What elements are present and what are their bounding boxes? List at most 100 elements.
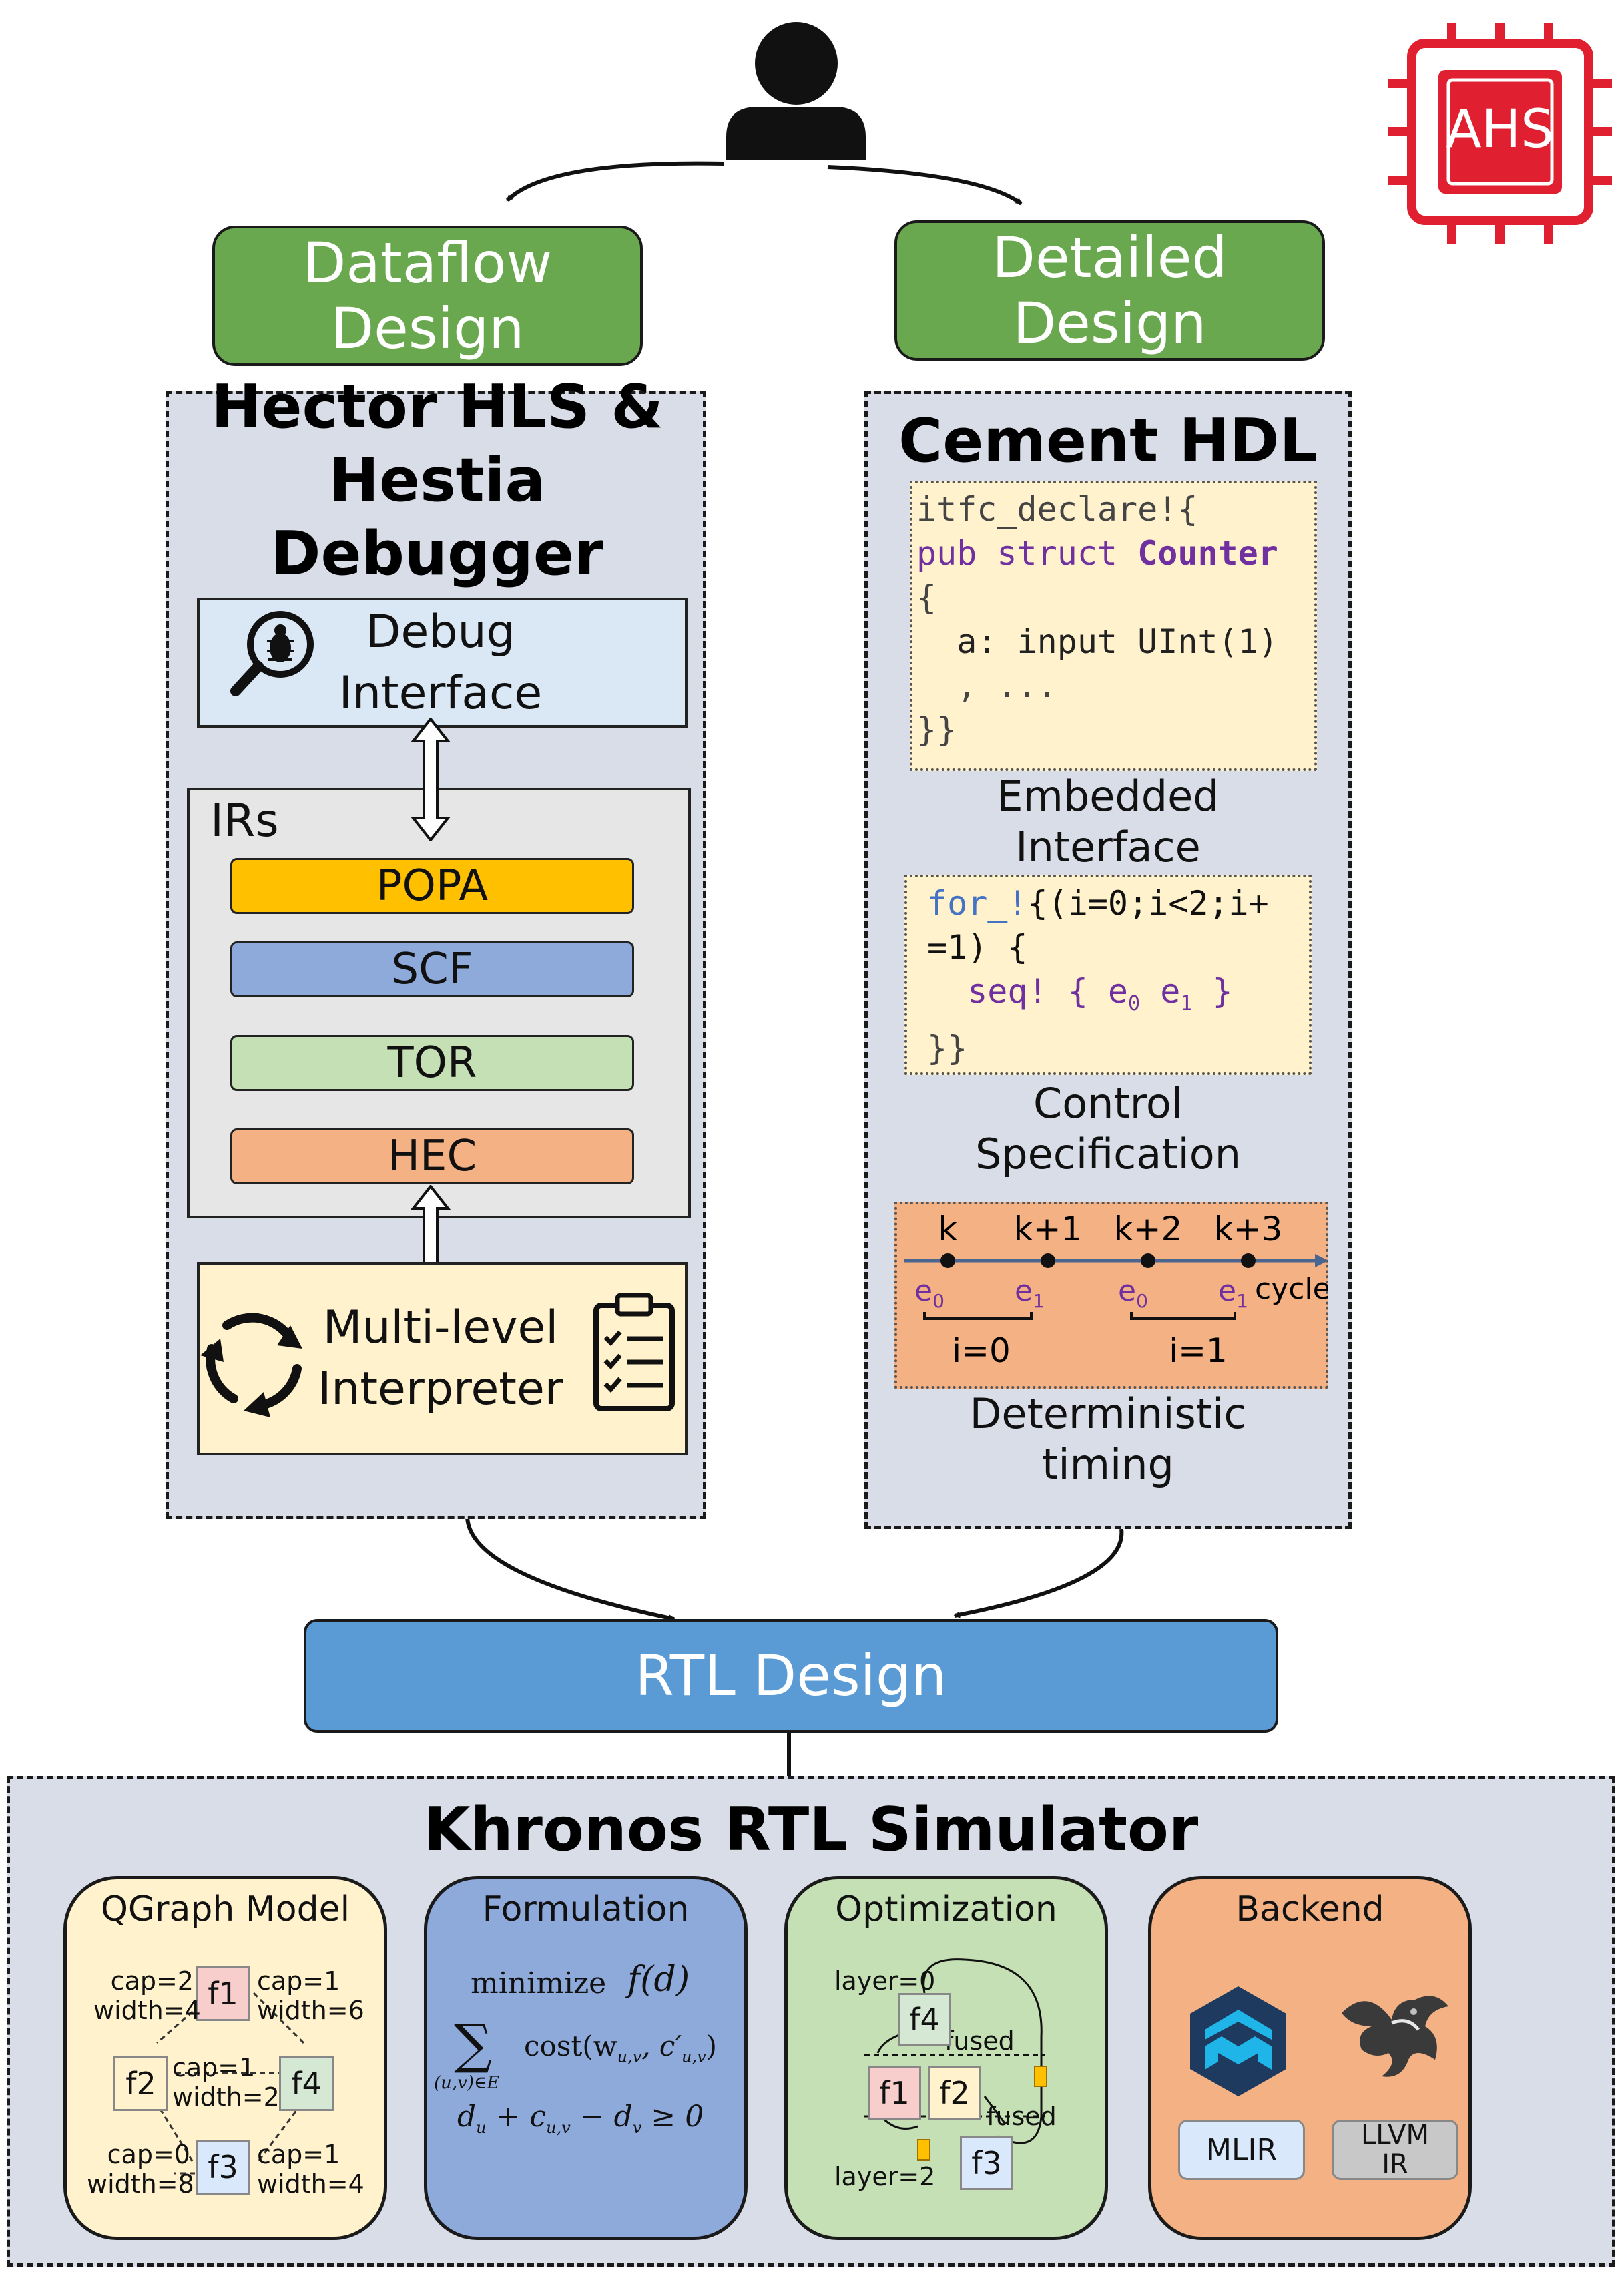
backend-title: Backend bbox=[1236, 1889, 1384, 1929]
event-e0-a: e0 bbox=[914, 1274, 944, 1312]
checklist-icon bbox=[593, 1293, 675, 1411]
qc1: cap=1 bbox=[172, 2053, 256, 2082]
ir-popa: POPA bbox=[230, 858, 634, 914]
eq-cost-sub2: u,v bbox=[682, 2047, 706, 2066]
mlir-logo-icon bbox=[1190, 1986, 1286, 2096]
detailed-line1: Detailed bbox=[992, 225, 1228, 290]
caption1-line2: Interface bbox=[1015, 823, 1201, 871]
code-control: for_!{(i=0;i<2;i+=1) { seq! { e0 e1 }}} bbox=[904, 875, 1312, 1075]
eq-cost-sub: u,v bbox=[617, 2047, 642, 2066]
hector-title-line1: Hector HLS & bbox=[211, 372, 663, 442]
dataflow-design-pill: Dataflow Design bbox=[212, 226, 643, 366]
debug-line2: Interface bbox=[338, 666, 543, 720]
interpreter-box bbox=[197, 1262, 688, 1455]
qgraph-f1-label: f1 bbox=[208, 1976, 238, 2012]
optimization-card bbox=[784, 1876, 1108, 2240]
arrow-user-detailed bbox=[827, 165, 1023, 206]
eq-objective: f(d) bbox=[627, 1960, 690, 2000]
rtl-design-label: RTL Design bbox=[635, 1643, 947, 1709]
formulation-title: Formulation bbox=[482, 1889, 690, 1929]
eq-ge: ≥ 0 bbox=[651, 2100, 704, 2134]
code1-counter: Counter bbox=[1137, 534, 1278, 573]
qgraph-title: QGraph Model bbox=[100, 1889, 350, 1929]
opt-label-layer0: layer=0 bbox=[834, 1966, 936, 1996]
qe2: width=4 bbox=[257, 2169, 364, 2199]
qd2: width=8 bbox=[87, 2169, 194, 2199]
formulation-equations: minimize f(d) ∑ (u,v)∈E cost(wu,v, c′u,v… bbox=[434, 1960, 741, 2137]
debug-magnifier-icon bbox=[230, 611, 314, 696]
code2-line3: seq! { e0 e1 } bbox=[927, 972, 1233, 1015]
code2-line4: }} bbox=[927, 1029, 968, 1068]
caption2-line2: Specification bbox=[975, 1130, 1242, 1178]
code1-line4: a: input UInt(1) bbox=[916, 622, 1278, 661]
eq-du: d bbox=[457, 2100, 477, 2134]
tick-k1: k+1 bbox=[1014, 1210, 1083, 1248]
user-icon bbox=[726, 22, 866, 160]
interpreter-line1: Multi-level bbox=[322, 1301, 559, 1354]
optimization-title: Optimization bbox=[835, 1889, 1057, 1929]
arrow-hector-rtl bbox=[465, 1515, 675, 1622]
interpreter-label: Multi-level Interpreter bbox=[307, 1269, 574, 1449]
code1-line6: }} bbox=[916, 710, 957, 749]
caption3-line1: Deterministic bbox=[969, 1389, 1247, 1438]
iteration-0: i=0 bbox=[952, 1331, 1011, 1370]
interpreter-line2: Interpreter bbox=[318, 1363, 563, 1415]
timeline-box bbox=[894, 1202, 1328, 1389]
khronos-title: Khronos RTL Simulator bbox=[423, 1794, 1199, 1865]
ir-tor: TOR bbox=[230, 1035, 634, 1091]
caption-control-specification: Control Specification bbox=[868, 1078, 1348, 1180]
tick-k2: k+2 bbox=[1114, 1210, 1183, 1248]
eq-c-sub: u,v bbox=[546, 2118, 571, 2137]
qgraph-node-f4: f4 bbox=[279, 2056, 334, 2111]
detailed-design-pill: Detailed Design bbox=[894, 220, 1325, 361]
hector-title: Hector HLS & Hestia Debugger bbox=[174, 372, 701, 589]
opt-label-layer2: layer=2 bbox=[834, 2162, 936, 2191]
hector-title-line2: Hestia Debugger bbox=[270, 445, 604, 589]
qgraph-node-f1: f1 bbox=[196, 1966, 250, 2021]
opt-f2-label: f2 bbox=[939, 2075, 970, 2111]
code2-line2: =1) { bbox=[927, 928, 1028, 967]
opt-label-fused1: fused bbox=[944, 2026, 1015, 2056]
caption-embedded-interface: Embedded Interface bbox=[868, 771, 1348, 873]
code1-line5: , ... bbox=[916, 666, 1057, 705]
arrow-cement-rtl bbox=[953, 1528, 1124, 1618]
eq-line3: du + cu,v − dv ≥ 0 bbox=[434, 2100, 741, 2137]
ir-scf-label: SCF bbox=[391, 945, 473, 994]
axis-label-cycle: cycle bbox=[1255, 1272, 1328, 1306]
ir-popa-label: POPA bbox=[376, 861, 489, 911]
qgraph-f4-label: f4 bbox=[291, 2066, 322, 2102]
ir-hec: HEC bbox=[230, 1128, 634, 1184]
eq-cost: cost(wu,v, c′u,v) bbox=[524, 2030, 718, 2066]
ahs-logo: AHS bbox=[1388, 23, 1612, 244]
qd1: cap=0 bbox=[107, 2140, 190, 2169]
qc2: width=2 bbox=[172, 2082, 280, 2112]
qb2: width=6 bbox=[257, 1996, 364, 2025]
formulation-card bbox=[424, 1876, 748, 2240]
qgraph-f3-label: f3 bbox=[208, 2149, 238, 2185]
caption-deterministic-timing: Deterministic timing bbox=[868, 1389, 1348, 1490]
qa1: cap=2 bbox=[110, 1966, 194, 1996]
debug-interface-label: Debug Interface bbox=[314, 598, 567, 728]
cement-title: Cement HDL bbox=[898, 405, 1318, 476]
logo-text: AHS bbox=[1446, 99, 1554, 160]
ir-hec-label: HEC bbox=[387, 1132, 477, 1181]
cycle-icon bbox=[200, 1313, 302, 1417]
code2-line1: for_!{(i=0;i<2;i+ bbox=[927, 881, 1309, 925]
opt-node-f1: f1 bbox=[868, 2066, 921, 2120]
backend-llvm-line2: IR bbox=[1382, 2149, 1408, 2180]
code2-sub0: 0 bbox=[1128, 992, 1141, 1015]
eq-cost-text: cost(w bbox=[524, 2030, 617, 2062]
code2-sub1: 1 bbox=[1180, 992, 1193, 1015]
code2-for-rest: {(i=0;i<2;i+ bbox=[1027, 884, 1269, 923]
rtl-design-pill: RTL Design bbox=[304, 1619, 1278, 1733]
opt-node-f4: f4 bbox=[898, 1993, 951, 2046]
qa2: width=4 bbox=[93, 1996, 201, 2025]
eq-du-sub: u bbox=[476, 2118, 487, 2137]
code-interface: itfc_declare!{pub struct Counter{ a: inp… bbox=[910, 481, 1317, 771]
eq-dv-sub: v bbox=[632, 2118, 642, 2137]
qe1: cap=1 bbox=[257, 2140, 340, 2169]
eq-line1: minimize f(d) bbox=[434, 1960, 741, 2013]
